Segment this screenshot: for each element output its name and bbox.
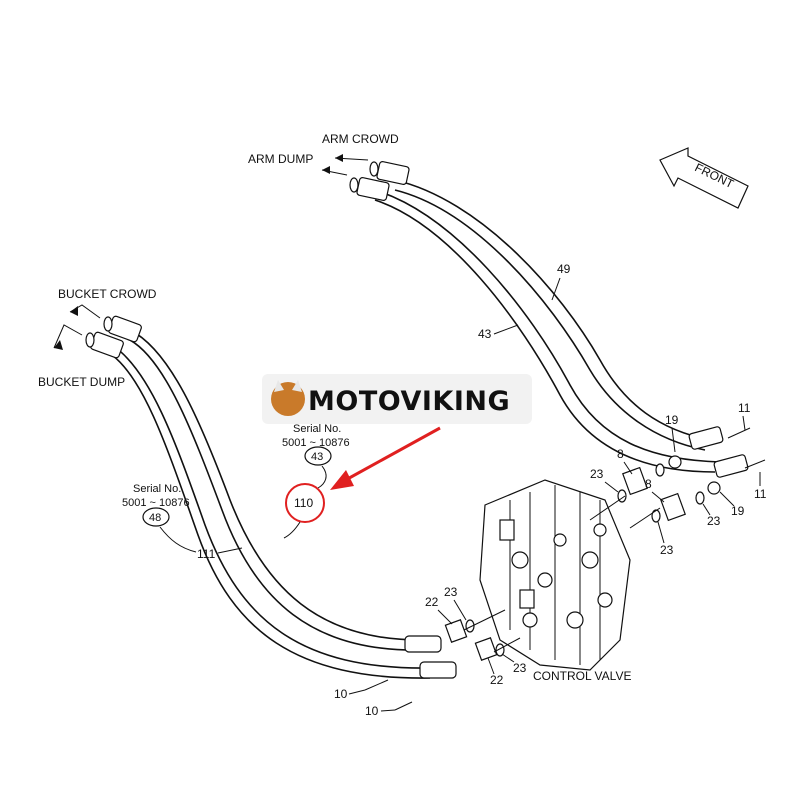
brand-watermark: MOTOVIKING [262, 374, 532, 424]
part-23c: 23 [660, 543, 674, 557]
lower-flanges [364, 609, 521, 711]
part-number-labels: 49 43 111 19 19 11 11 8 8 23 23 23 23 23… [197, 262, 767, 718]
front-arrow: FRONT [659, 147, 749, 209]
part-8a: 8 [617, 447, 624, 461]
part-10b: 10 [365, 704, 379, 718]
part-23d: 23 [444, 585, 458, 599]
serial-ref-left: 48 [149, 512, 161, 524]
part-23e: 23 [513, 661, 527, 675]
part-22b: 22 [490, 673, 504, 687]
serial-callout-right: Serial No. 5001 ~ 10876 43 [282, 423, 350, 489]
part-43: 43 [478, 327, 492, 341]
serial-title-left: Serial No. [133, 483, 181, 495]
serial-title-right: Serial No. [293, 423, 341, 435]
part-23a: 23 [590, 467, 604, 481]
control-valve [479, 479, 631, 671]
bucket-direction-arrows [53, 304, 101, 350]
highlight-circle [285, 483, 325, 523]
right-flanges [589, 427, 766, 529]
arm-crowd-label: ARM CROWD [322, 132, 399, 146]
bucket-hoses [85, 315, 457, 679]
part-8b: 8 [645, 477, 652, 491]
serial-range-right: 5001 ~ 10876 [282, 437, 350, 449]
arm-dump-label: ARM DUMP [248, 152, 313, 166]
part-23b: 23 [707, 514, 721, 528]
part-22a: 22 [425, 595, 439, 609]
arm-hoses [349, 161, 749, 478]
highlight-part-number: 110 [294, 496, 313, 510]
serial-range-left: 5001 ~ 10876 [122, 497, 190, 509]
part-111: 111 [197, 547, 216, 561]
part-11a: 11 [738, 401, 751, 415]
bucket-dump-label: BUCKET DUMP [38, 375, 125, 389]
serial-ref-right: 43 [311, 451, 323, 463]
part-10a: 10 [334, 687, 348, 701]
serial-callout-left: Serial No. 5001 ~ 10876 48 [122, 483, 197, 553]
arm-direction-arrows [321, 154, 369, 176]
part-49: 49 [557, 262, 571, 276]
part-19a: 19 [665, 413, 679, 427]
highlight-callout: 110 [283, 426, 441, 539]
part-19b: 19 [731, 504, 745, 518]
brand-name: MOTOVIKING [308, 386, 510, 417]
bucket-crowd-label: BUCKET CROWD [58, 287, 157, 301]
part-11b: 11 [754, 487, 767, 501]
control-valve-label: CONTROL VALVE [533, 669, 631, 683]
